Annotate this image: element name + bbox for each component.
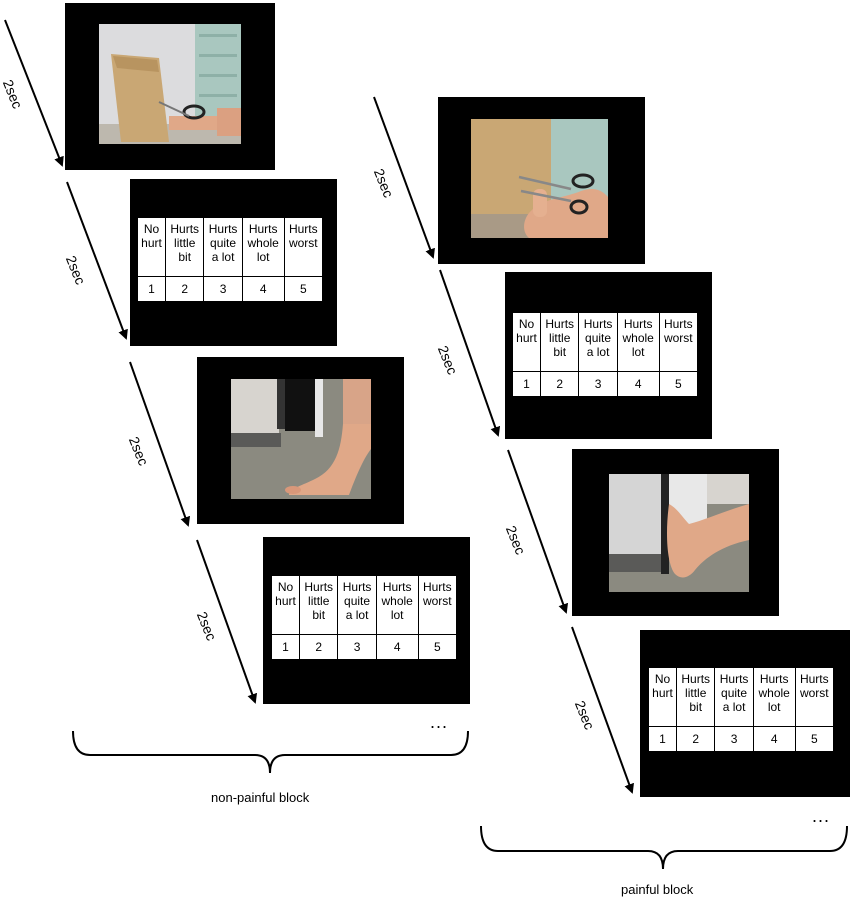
- scale-number-1[interactable]: 1: [511, 371, 542, 397]
- scale-number-4[interactable]: 4: [752, 726, 796, 752]
- arrow-left-4: [196, 539, 258, 704]
- photo-foot-in-door: [609, 474, 749, 592]
- scale-number-3[interactable]: 3: [578, 371, 618, 397]
- block-label-painful: painful block: [621, 882, 694, 897]
- scale-number-2[interactable]: 2: [165, 276, 205, 302]
- scale-number-3[interactable]: 3: [203, 276, 243, 302]
- stimulus-frame-envelope-scissors: [65, 3, 275, 170]
- block-label-non-painful: non-painful block: [211, 790, 310, 805]
- scale-number-5[interactable]: 5: [417, 634, 458, 660]
- scale-number-5[interactable]: 5: [794, 726, 835, 752]
- photo-envelope-scissors: [99, 24, 241, 144]
- scale-number-3[interactable]: 3: [337, 634, 377, 660]
- scale-number-3[interactable]: 3: [714, 726, 754, 752]
- stimulus-frame-finger-scissors: [438, 97, 645, 264]
- scale-number-5[interactable]: 5: [283, 276, 324, 302]
- photo-foot-near-door: [231, 379, 371, 499]
- scale-number-4[interactable]: 4: [241, 276, 285, 302]
- stimulus-frame-foot-in-door: [572, 449, 779, 616]
- scale-number-2[interactable]: 2: [299, 634, 339, 660]
- scale-number-5[interactable]: 5: [658, 371, 699, 397]
- arrow-left-3: [129, 361, 191, 527]
- scale-number-1[interactable]: 1: [270, 634, 301, 660]
- scale-number-1[interactable]: 1: [136, 276, 167, 302]
- arrow-left-1: [4, 19, 64, 167]
- arrow-right-1: [373, 96, 435, 259]
- brace-non-painful: [72, 730, 469, 774]
- photo-finger-scissors: [471, 119, 608, 238]
- brace-painful: [480, 825, 848, 870]
- stimulus-frame-foot-near-door: [197, 357, 404, 524]
- scale-number-4[interactable]: 4: [375, 634, 419, 660]
- scale-number-2[interactable]: 2: [676, 726, 716, 752]
- ellipsis-non-painful: ...: [430, 712, 449, 732]
- arrow-right-3: [507, 449, 569, 614]
- scale-number-2[interactable]: 2: [540, 371, 580, 397]
- arrow-right-4: [571, 626, 634, 794]
- arrow-right-2: [439, 269, 501, 437]
- scale-number-4[interactable]: 4: [616, 371, 660, 397]
- scale-number-1[interactable]: 1: [647, 726, 678, 752]
- arrow-left-2: [66, 181, 128, 340]
- ellipsis-painful: ...: [812, 806, 831, 826]
